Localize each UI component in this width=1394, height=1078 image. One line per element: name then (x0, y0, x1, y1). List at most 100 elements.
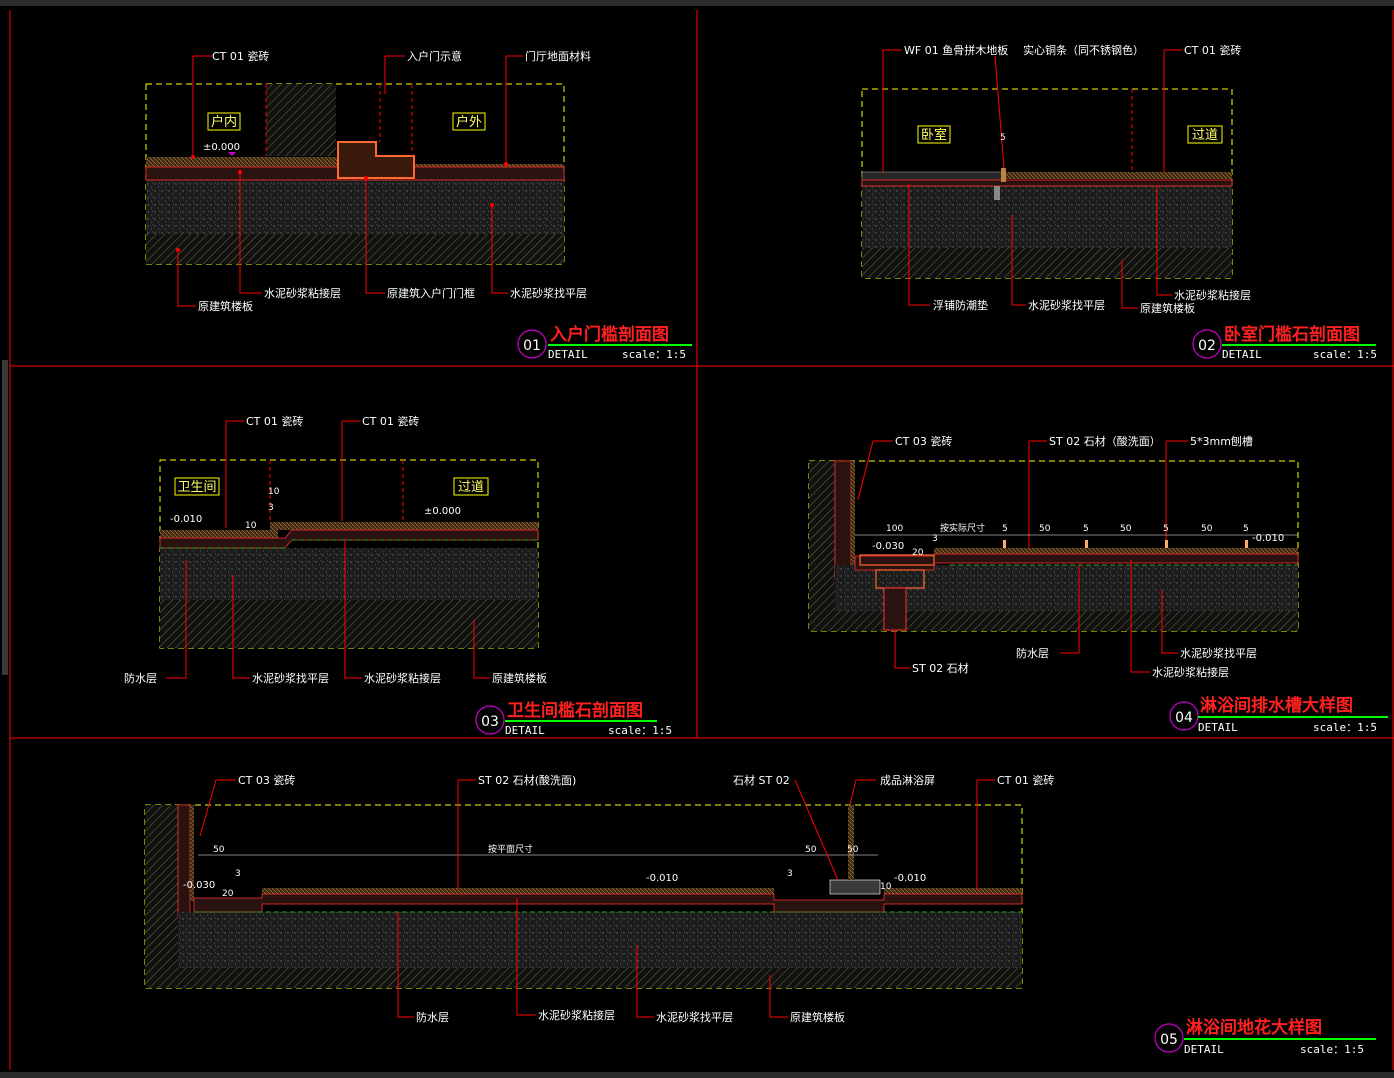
panel-number: 01 (523, 338, 541, 354)
dim-3: 3 (932, 534, 938, 544)
panel-05-title-block: 05 淋浴间地花大样图 DETAIL scale：1:5 (1154, 1017, 1376, 1056)
panel-title: 淋浴间地花大样图 (1186, 1017, 1322, 1038)
elevation-outside: -0.010 (894, 873, 926, 884)
panel-03-title-block: 03 卫生间槛石剖面图 DETAIL scale：1:5 (475, 700, 672, 737)
callout-ct01-tile-2: CT 01 瓷砖 (362, 414, 419, 428)
callout-mortar-level: 水泥砂浆找平层 (656, 1010, 733, 1024)
elevation-drain: -0.030 (183, 880, 215, 891)
scale-label: scale：1:5 (1313, 721, 1377, 734)
dim-5b: 5 (1083, 524, 1089, 534)
callout-st02-stone: ST 02 石材(酸洗面) (478, 773, 576, 787)
panel-03-tile-left (160, 530, 278, 538)
callout-slab: 原建筑楼板 (198, 299, 253, 313)
dim-50a: 50 (1039, 524, 1051, 534)
panel-02-title-block: 02 卧室门槛石剖面图 DETAIL scale：1:5 (1192, 324, 1377, 361)
panel-01-door-frame (337, 141, 415, 179)
dim-5: 5 (1000, 133, 1006, 143)
panel-title: 卧室门槛石剖面图 (1224, 324, 1360, 345)
dim-plan: 按平面尺寸 (488, 843, 533, 855)
dim-20: 20 (222, 889, 234, 899)
callout-mortar-bond: 水泥砂浆粘接层 (1152, 665, 1229, 679)
callout-ct01-tile: CT 01 瓷砖 (212, 49, 269, 63)
callout-waterproof: 防水层 (416, 1010, 449, 1024)
panel-02-copper-strip (1001, 168, 1006, 182)
callout-st02-drain: ST 02 石材 (912, 661, 969, 675)
dim-50c: 50 (1201, 524, 1213, 534)
panel-04-title-block: 04 淋浴间排水槽大样图 DETAIL scale：1:5 (1169, 695, 1388, 734)
panel-01-wall-hatch (266, 84, 336, 156)
dim-3-left: 3 (235, 869, 241, 879)
scale-label: scale：1:5 (1313, 348, 1377, 361)
panel-01-concrete-slab (146, 180, 564, 234)
callout-entry-door: 入户门示意 (407, 49, 462, 63)
callout-copper-strip: 实心铜条（同不锈钢色） (1023, 43, 1144, 57)
dim-20: 20 (912, 548, 924, 558)
panel-02-bedroom-threshold: 卧室 过道 5 WF 01 鱼骨拼木地板 实心铜条（同不锈钢色） CT 01 瓷… (861, 43, 1377, 361)
panel-02-tile (1006, 172, 1232, 179)
panel-05-wall (145, 805, 178, 968)
detail-label: DETAIL (505, 724, 545, 737)
room-label-bathroom: 卫生间 (177, 480, 216, 495)
callout-ct01-tile: CT 01 瓷砖 (1184, 43, 1241, 57)
callout-ct01-tile: CT 01 瓷砖 (997, 773, 1054, 787)
dim-5a: 5 (1002, 524, 1008, 534)
panel-04-shower-drain: 100 按实际尺寸 5 50 5 50 5 50 5 3 20 -0.030 -… (808, 434, 1388, 734)
callout-ct01-tile-1: CT 01 瓷砖 (246, 414, 303, 428)
elevation-floor: -0.010 (1252, 533, 1284, 544)
room-label-bedroom: 卧室 (921, 127, 947, 143)
scale-label: scale：1:5 (608, 724, 672, 737)
callout-mortar-bond: 水泥砂浆粘接层 (264, 286, 341, 300)
elevation-label: ±0.000 (203, 142, 240, 153)
detail-label: DETAIL (1198, 721, 1238, 734)
panel-04-wall (809, 461, 835, 611)
dim-5d: 5 (1243, 524, 1249, 534)
panel-title: 入户门槛剖面图 (550, 324, 669, 345)
callout-mortar-level: 水泥砂浆找平层 (1028, 298, 1105, 312)
panel-01-structural-floor (146, 234, 564, 264)
dim-50-right: 50 (847, 845, 859, 855)
panel-05-shower-curb (829, 879, 881, 895)
scale-label: scale：1:5 (1300, 1043, 1364, 1056)
panel-01-title-block: 01 入户门槛剖面图 DETAIL scale：1:5 (517, 324, 692, 361)
callout-mortar-level: 水泥砂浆找平层 (252, 671, 329, 685)
panel-number: 02 (1198, 338, 1216, 354)
panel-title: 卫生间槛石剖面图 (507, 700, 643, 721)
panel-05-shower-screen (848, 805, 854, 880)
callout-ct03-tile: CT 03 瓷砖 (895, 434, 952, 448)
callout-moisture-pad: 浮铺防潮垫 (933, 298, 988, 312)
callout-groove: 5*3mm刨槽 (1190, 434, 1253, 448)
panel-number: 03 (481, 714, 499, 730)
callout-stone-st02: 石材 ST 02 (733, 773, 790, 787)
callout-wf01-wood: WF 01 鱼骨拼木地板 (904, 43, 1008, 57)
callout-mortar-level: 水泥砂浆找平层 (510, 286, 587, 300)
elevation-bathroom: -0.010 (170, 514, 202, 525)
callout-waterproof: 防水层 (124, 671, 157, 685)
room-label-corridor: 过道 (1192, 128, 1218, 143)
detail-label: DETAIL (1222, 348, 1262, 361)
callout-st02-stone: ST 02 石材（酸洗面） (1049, 434, 1161, 448)
panel-number: 04 (1175, 710, 1193, 726)
callout-foyer-floor: 门厅地面材料 (525, 49, 591, 63)
dim-3-right: 3 (787, 869, 793, 879)
dim-50b: 50 (1120, 524, 1132, 534)
dim-5c: 5 (1163, 524, 1169, 534)
panel-05-stone-field (262, 888, 774, 894)
callout-slab: 原建筑楼板 (492, 671, 547, 685)
dim-10-top: 10 (268, 487, 280, 497)
dim-actual: 按实际尺寸 (940, 522, 985, 534)
callout-mortar-bond: 水泥砂浆粘接层 (538, 1008, 615, 1022)
dim-50-left: 50 (213, 845, 225, 855)
detail-label: DETAIL (548, 348, 588, 361)
dim-10: 10 (880, 882, 892, 892)
dim-50-mid: 50 (805, 845, 817, 855)
callout-mortar-bond: 水泥砂浆粘接层 (364, 671, 441, 685)
elevation-shower: -0.010 (646, 873, 678, 884)
panel-03-tile-right (270, 522, 538, 530)
panel-01-leaders (177, 55, 523, 307)
detail-label: DETAIL (1184, 1043, 1224, 1056)
elevation-drain: -0.030 (872, 541, 904, 552)
panel-04-drain-pipe (883, 587, 907, 631)
callout-ct03-tile: CT 03 瓷砖 (238, 773, 295, 787)
elevation-corridor: ±0.000 (424, 506, 461, 517)
